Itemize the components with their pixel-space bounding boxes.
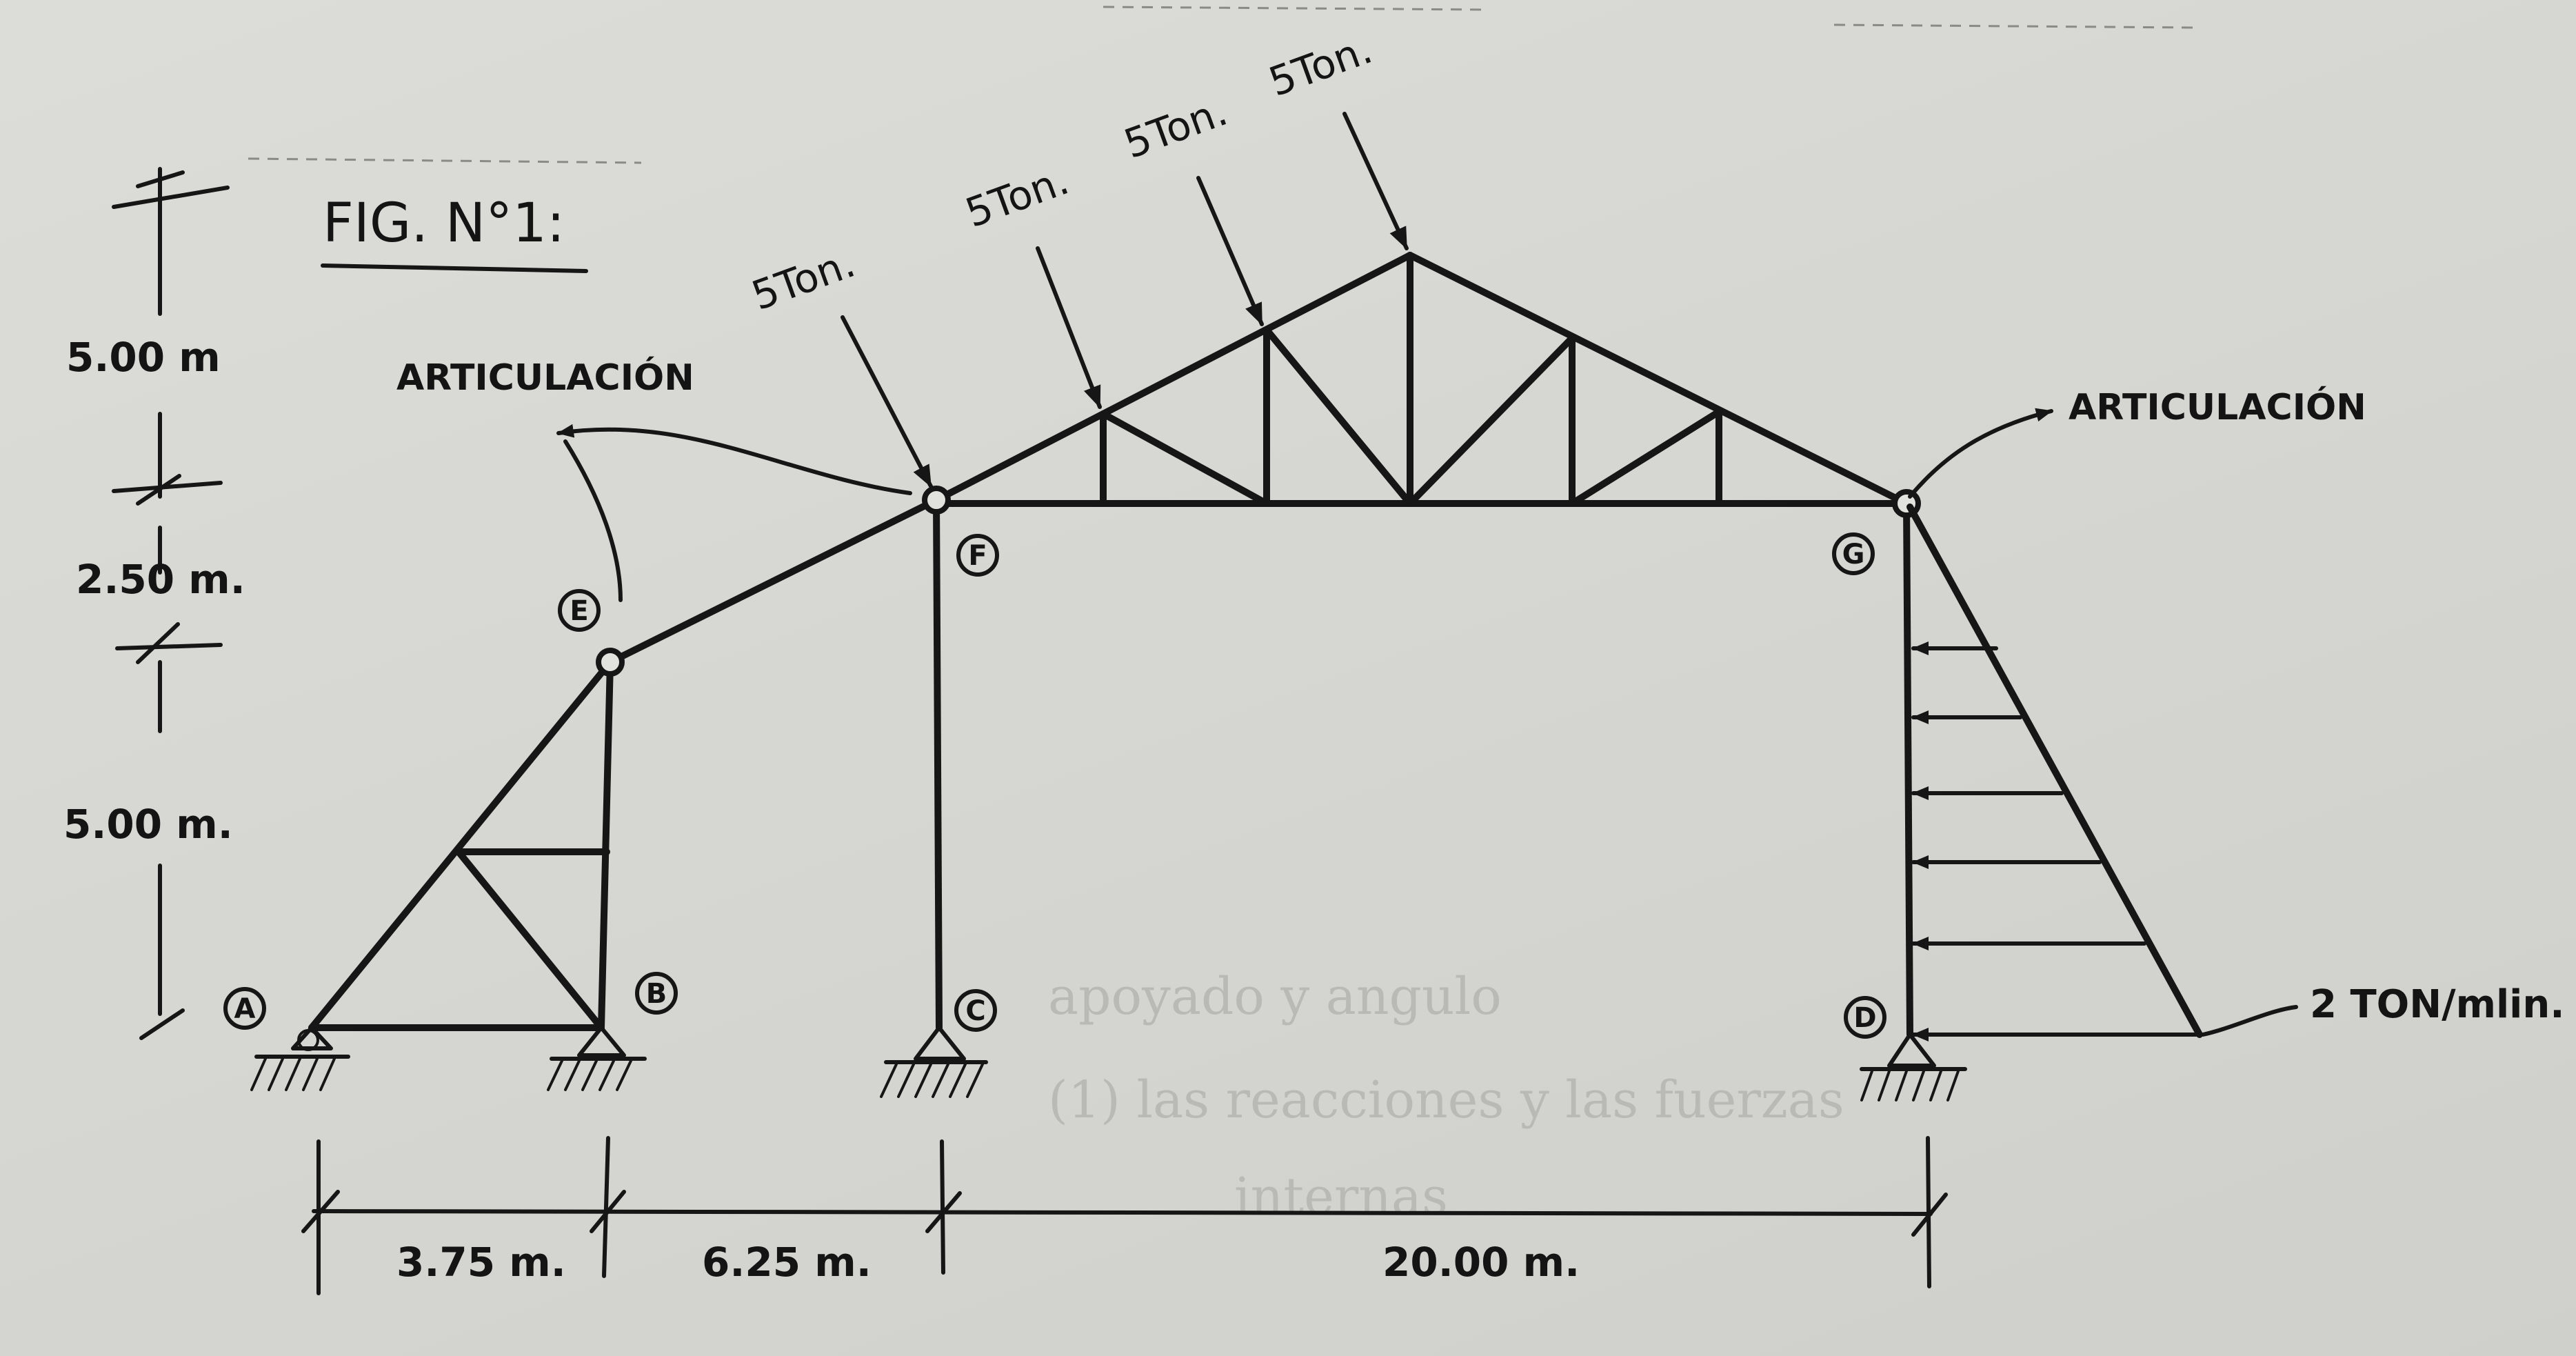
distributed-load: 2 TON/mlin. [1906, 503, 2564, 1041]
node-e: E [570, 595, 588, 627]
load-label-3: 5Ton. [1118, 88, 1234, 168]
node-g: G [1842, 539, 1865, 570]
ghost-line-2: (1) las reacciones y las fuerzas [1048, 1070, 1844, 1130]
support-c [880, 1026, 988, 1098]
dim-h-ab: 3.75 m. [396, 1239, 566, 1286]
ghost-line-1: apoyado y angulo [1048, 967, 1502, 1026]
load-label-2: 5Ton. [960, 157, 1075, 237]
dim-h-cd: 20.00 m. [1382, 1239, 1580, 1286]
roof-truss [933, 252, 1910, 507]
articulation-callouts: ARTICULACIÓN ARTICULACIÓN [396, 356, 2366, 602]
bleed-through-text: apoyado y angulo (1) las reacciones y la… [1048, 967, 1844, 1226]
vertical-dimension: 5.00 m 2.50 m. 5.00 m. [63, 167, 245, 1040]
left-truss [308, 659, 614, 1031]
load-label-1: 5Ton. [746, 239, 861, 319]
hinge-f [922, 486, 951, 515]
node-a: A [234, 993, 256, 1025]
point-loads: 5Ton. 5Ton. 5Ton. 5Ton. [746, 26, 1409, 488]
dim-h-bc: 6.25 m. [702, 1239, 872, 1286]
support-d [1860, 1033, 1967, 1101]
distributed-load-label: 2 TON/mlin. [2310, 982, 2564, 1027]
title-text: FIG. N°1: [323, 192, 565, 255]
node-b: B [646, 978, 667, 1010]
dim-v-mid: 2.50 m. [76, 556, 245, 603]
dim-v-bottom: 5.00 m. [63, 801, 233, 848]
hinge-left-label: ARTICULACIÓN [396, 356, 694, 399]
ghost-line-3: internas [1234, 1167, 1448, 1226]
node-a-circle [223, 987, 266, 1030]
load-label-4: 5Ton. [1263, 26, 1378, 106]
faint-rules [248, 6, 2193, 164]
support-a [250, 1026, 350, 1091]
hinge-e [596, 648, 625, 677]
node-d-circle [1844, 996, 1886, 1039]
node-c-circle [954, 989, 997, 1032]
support-b [547, 1026, 647, 1091]
node-c: C [965, 995, 985, 1027]
horizontal-dimension: 3.75 m. 6.25 m. 20.00 m. [301, 1136, 1948, 1295]
dim-v-top: 5.00 m [66, 334, 221, 381]
node-labels: A B C D E F G [223, 532, 1886, 1039]
node-b-circle [635, 972, 678, 1015]
node-e-circle [558, 589, 601, 632]
hinge-right-label: ARTICULACIÓN [2069, 386, 2366, 428]
supports [250, 1026, 1967, 1101]
hinges [596, 486, 1921, 677]
figure-title: FIG. N°1: [321, 192, 588, 273]
frame-members [607, 497, 1913, 1038]
node-f-circle [956, 534, 999, 577]
node-g-circle [1832, 532, 1875, 575]
node-d: D [1853, 1002, 1876, 1034]
node-f: F [968, 540, 987, 572]
